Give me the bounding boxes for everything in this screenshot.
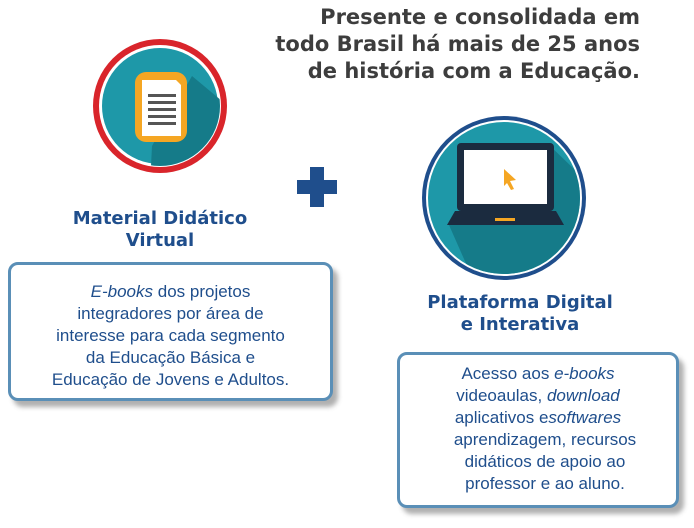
plataforma-desc-text: aplicativos e [454,408,549,427]
plataforma-desc-line: aplicativos esoftwares [400,407,676,429]
plataforma-desc-text: videoaulas, [456,386,547,405]
headline-line: Presente e consolidada em [320,5,640,29]
material-desc-line: da Educação Básica e [85,348,256,367]
plataforma-desc-line: didáticos de apoio ao [464,452,626,471]
plataforma-desc-line: Acesso aos e-books [400,363,676,385]
headline-line: todo Brasil há mais de 25 anos [275,32,640,56]
plus-icon [297,167,337,207]
plataforma-desc-line: aprendizagem, recursos [453,430,637,449]
ebooks-term: e-books [554,364,615,383]
material-desc-line: interesse para cada segmento [56,326,285,345]
headline-line: de história com a Educação. [307,59,640,83]
document-icon [93,39,227,173]
plataforma-title-line: Plataforma Digital [427,292,613,313]
material-title-line: Virtual [125,230,195,251]
plataforma-title: Plataforma Digital e Interativa [400,292,640,336]
headline: Presente e consolidada em todo Brasil há… [250,4,640,85]
material-description-box: E-books dos projetos integradores por ár… [8,262,333,401]
plataforma-desc-text: Acesso aos [461,364,555,383]
material-desc-text: dos projetos [153,282,251,301]
plataforma-desc-line: videoaulas, download [400,385,676,407]
plataforma-description-box: Acesso aos e-books videoaulas, download … [397,352,679,508]
download-term: download [546,386,620,405]
plataforma-desc-line: professor e ao aluno. [465,474,625,493]
material-title: Material Didático Virtual [60,208,260,252]
plataforma-title-line: e Interativa [460,314,580,335]
softwares-term: softwares [548,408,622,427]
material-desc-line: Educação de Jovens e Adultos. [51,370,290,389]
ebooks-term: E-books [90,282,154,301]
laptop-icon [422,116,586,280]
material-desc-line: E-books dos projetos [11,281,330,303]
material-title-line: Material Didático [72,208,248,229]
material-desc-line: integradores por área de [77,304,264,323]
